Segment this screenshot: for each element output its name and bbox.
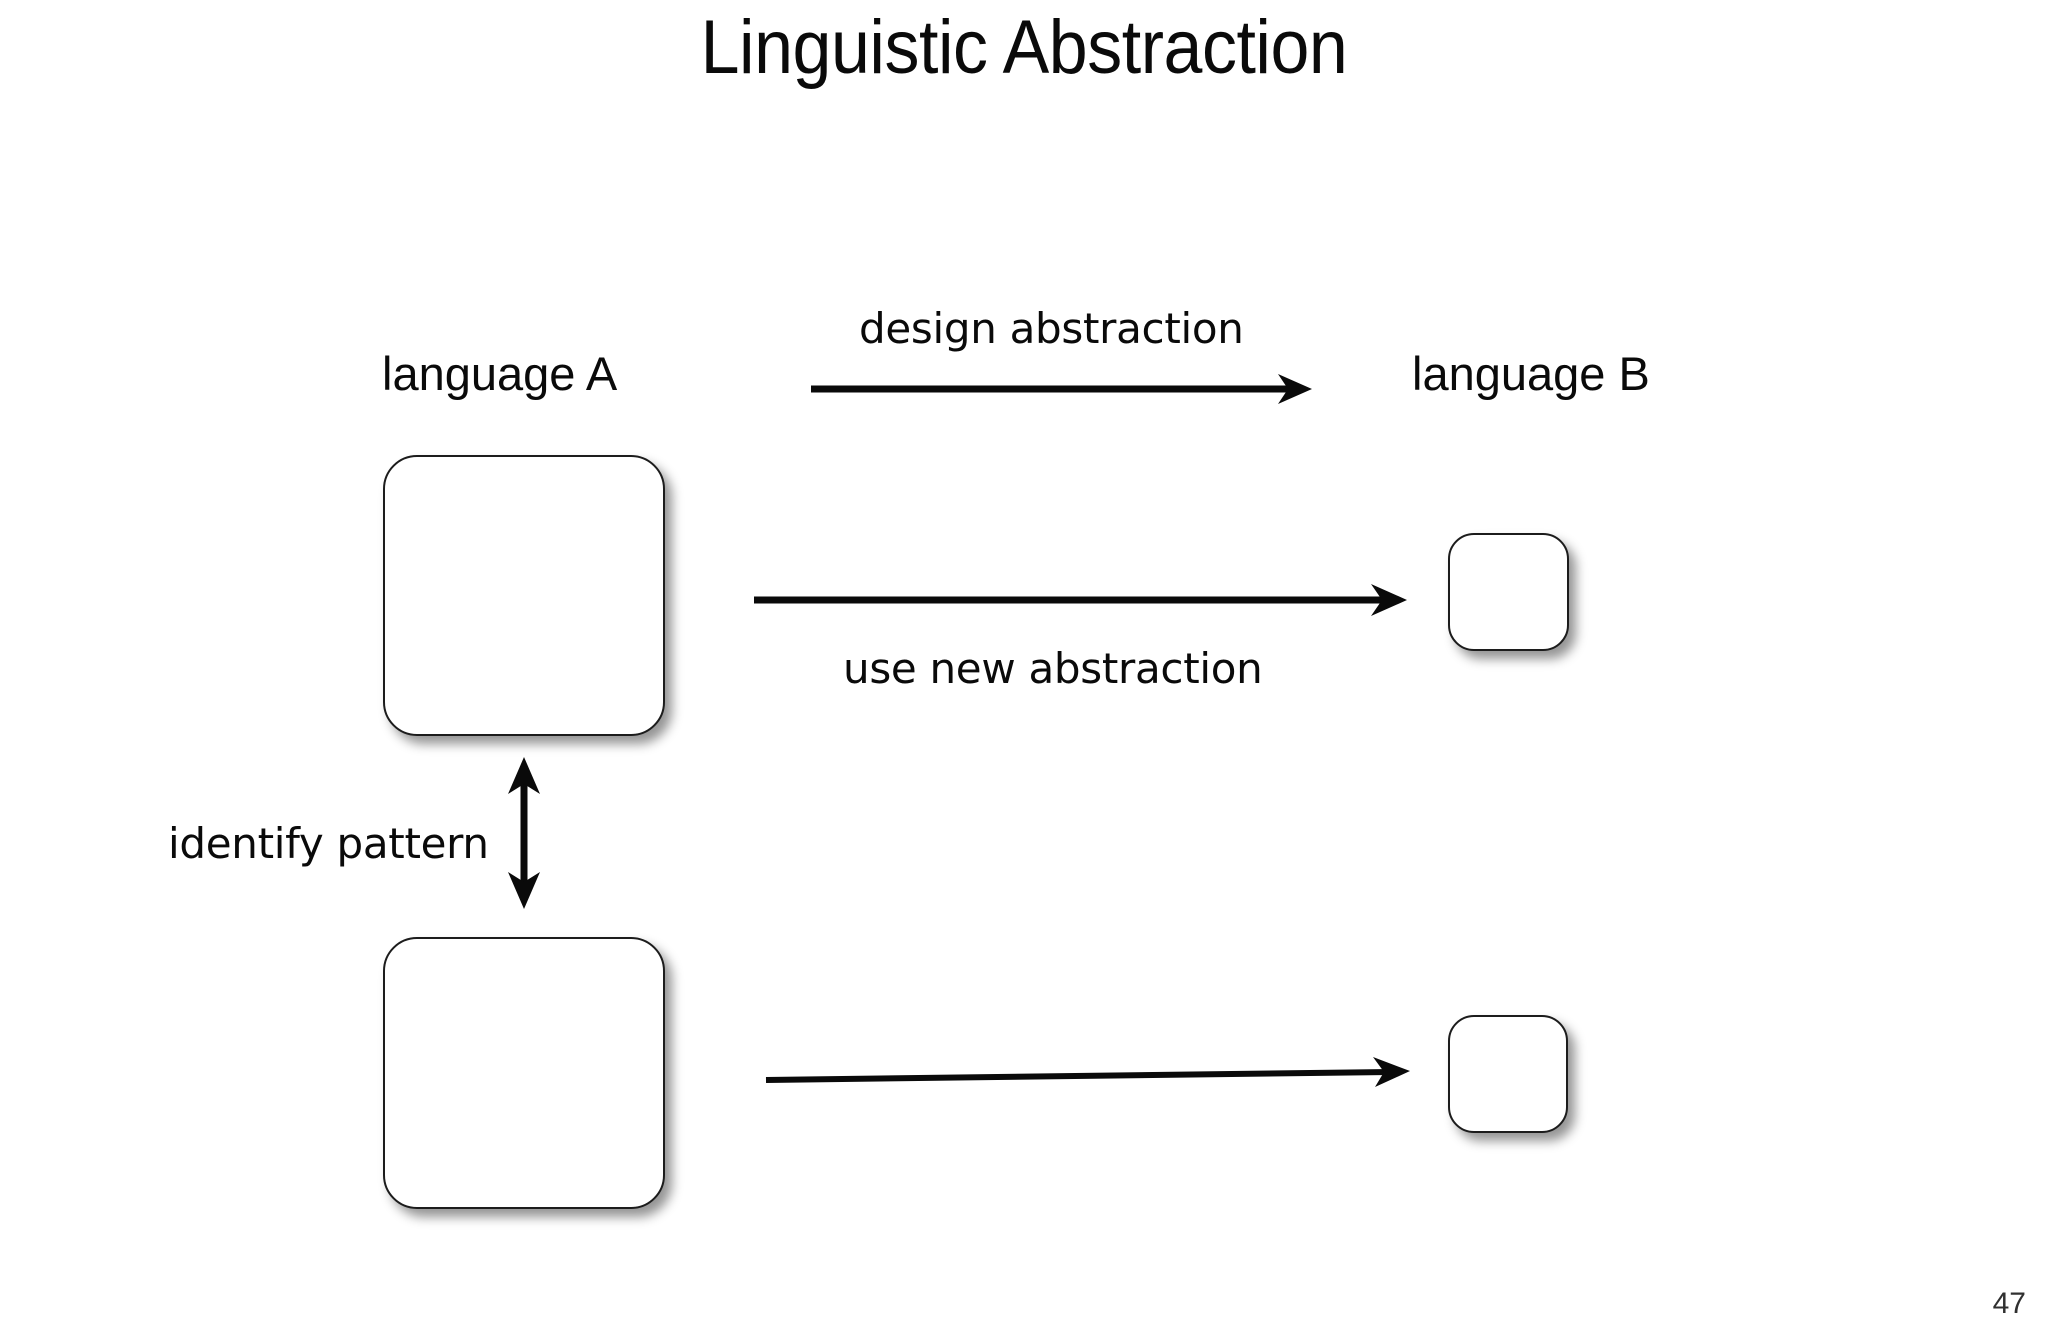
page-title: Linguistic Abstraction bbox=[700, 5, 1348, 90]
node-box-language-b-top[interactable] bbox=[1448, 533, 1569, 651]
node-box-language-b-bottom[interactable] bbox=[1448, 1015, 1568, 1133]
arrow-design-abstraction bbox=[811, 374, 1312, 404]
page-number: 47 bbox=[1992, 1287, 2026, 1320]
column-label-language-a: language A bbox=[382, 347, 618, 400]
column-label-language-b: language B bbox=[1412, 347, 1650, 400]
edge-label-identify-pattern: identify pattern bbox=[168, 819, 489, 868]
arrow-bottom-unlabeled bbox=[765, 1057, 1410, 1087]
edge-label-use-new-abstraction: use new abstraction bbox=[843, 644, 1263, 693]
arrow-use-new-abstraction bbox=[754, 584, 1407, 616]
node-box-language-a-bottom[interactable] bbox=[383, 937, 665, 1209]
arrow-identify-pattern bbox=[508, 757, 540, 909]
node-box-language-a-top[interactable] bbox=[383, 455, 665, 736]
edge-label-design-abstraction: design abstraction bbox=[859, 304, 1244, 353]
